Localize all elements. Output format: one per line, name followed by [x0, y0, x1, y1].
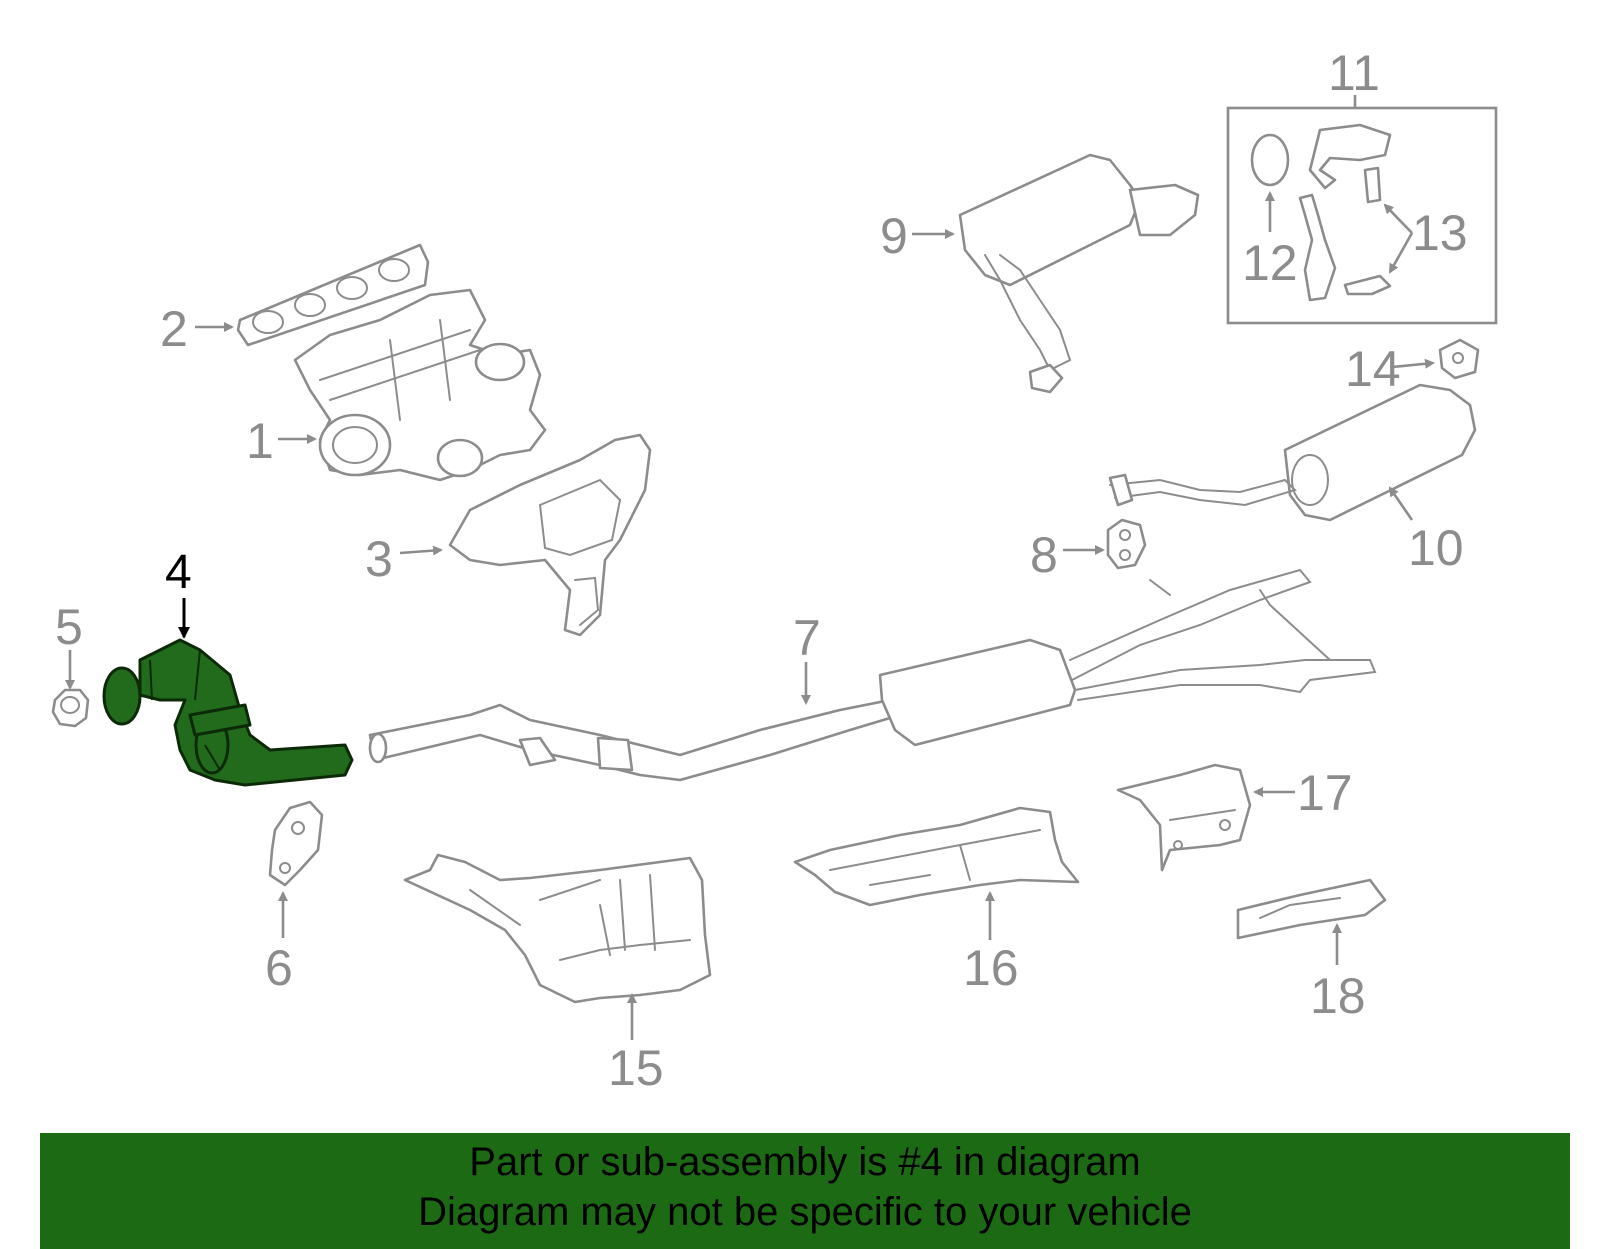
part-9-rear-muffler[interactable] — [958, 153, 1200, 394]
callout-1: 1 — [246, 413, 274, 469]
callout-10: 10 — [1408, 520, 1464, 576]
callout-16: 16 — [963, 940, 1019, 996]
callout-3: 3 — [365, 531, 393, 587]
callout-18: 18 — [1310, 968, 1366, 1024]
part-8-hanger[interactable] — [1106, 518, 1147, 570]
callout-numbers: 1 2 3 4 5 6 7 8 9 10 11 12 13 14 15 16 1… — [55, 45, 1468, 1096]
leader-lines — [65, 191, 1435, 1040]
callout-2: 2 — [160, 301, 188, 357]
callout-15: 15 — [608, 1040, 664, 1096]
part-4-catalytic-converter[interactable] — [102, 638, 354, 787]
part-10-muffler[interactable] — [1108, 383, 1477, 522]
callout-14: 14 — [1345, 341, 1401, 397]
info-banner: Part or sub-assembly is #4 in diagram Di… — [40, 1133, 1570, 1249]
part-14-clip[interactable] — [1438, 338, 1480, 380]
part-11-hardware-kit[interactable] — [1226, 95, 1498, 325]
callout-6: 6 — [265, 940, 293, 996]
part-15-heat-shield[interactable] — [403, 853, 712, 1004]
part-16-heat-shield[interactable] — [793, 806, 1080, 907]
part-6-bracket[interactable] — [268, 800, 324, 887]
callout-8: 8 — [1030, 527, 1058, 583]
banner-line-2: Diagram may not be specific to your vehi… — [418, 1190, 1192, 1234]
callout-11: 11 — [1328, 45, 1380, 101]
part-3-heat-shield[interactable] — [448, 433, 652, 637]
part-5-seal[interactable] — [51, 688, 90, 728]
callout-9: 9 — [880, 208, 908, 264]
callout-17: 17 — [1297, 765, 1353, 821]
callout-5: 5 — [55, 599, 83, 655]
callout-4: 4 — [165, 546, 192, 599]
banner-line-1: Part or sub-assembly is #4 in diagram — [469, 1140, 1141, 1184]
callout-13: 13 — [1412, 205, 1468, 261]
part-1-manifold-turbo[interactable] — [293, 288, 547, 482]
part-18-heat-shield[interactable] — [1236, 878, 1387, 940]
exhaust-diagram: 1 2 3 4 5 6 7 8 9 10 11 12 13 14 15 16 1… — [51, 45, 1498, 1096]
part-7-intermediate-pipe[interactable] — [368, 568, 1377, 782]
callout-12: 12 — [1242, 235, 1298, 291]
part-17-heat-shield[interactable] — [1116, 763, 1252, 872]
part-2-gasket[interactable] — [236, 243, 430, 347]
callout-7: 7 — [793, 610, 821, 666]
